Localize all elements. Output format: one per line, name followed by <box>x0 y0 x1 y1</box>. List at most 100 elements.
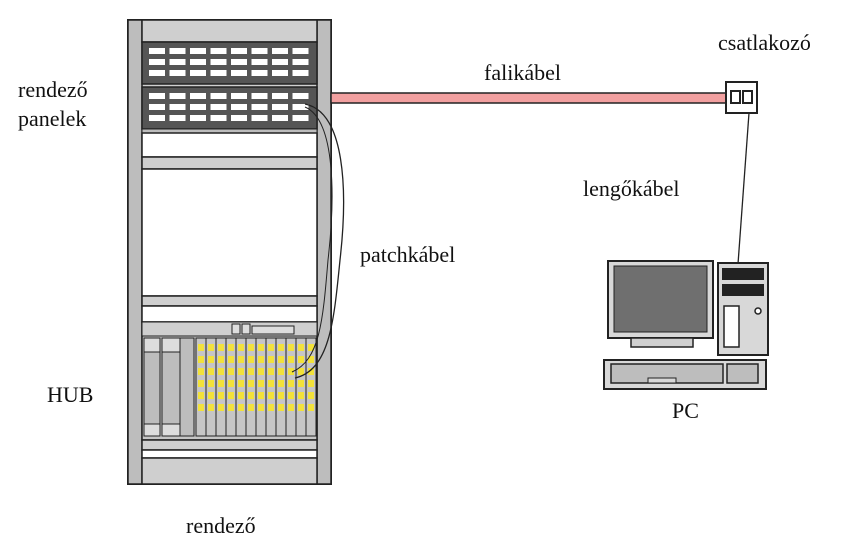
hub-port <box>198 368 204 375</box>
hub-port <box>298 392 304 399</box>
hub-port <box>258 404 264 411</box>
hub-port <box>278 344 284 351</box>
patch-slot <box>292 70 309 76</box>
patch-slot <box>169 115 186 121</box>
patch-slot <box>210 48 227 54</box>
hub-port <box>228 380 234 387</box>
label-outlet: csatlakozó <box>718 30 811 55</box>
label-pc: PC <box>672 398 699 423</box>
hub-port <box>308 404 314 411</box>
pc-tower <box>717 262 769 356</box>
hub-port <box>208 380 214 387</box>
hub-port <box>218 356 224 363</box>
hub-port <box>268 392 274 399</box>
patch-slot <box>292 93 309 99</box>
patch-slot <box>251 115 268 121</box>
hub-port <box>208 344 214 351</box>
hub-port <box>308 380 314 387</box>
patch-slot <box>210 59 227 65</box>
hub-port <box>228 356 234 363</box>
patch-panel-1 <box>141 41 318 85</box>
patch-slot <box>272 48 288 54</box>
hub-port <box>258 368 264 375</box>
patch-slot <box>272 115 288 121</box>
hub-port <box>288 356 294 363</box>
hub-port <box>308 368 314 375</box>
keyboard <box>603 359 767 390</box>
hub-port <box>288 404 294 411</box>
hub-port <box>198 380 204 387</box>
patch-slot <box>169 59 186 65</box>
hub-port <box>248 356 254 363</box>
hub-port <box>238 380 244 387</box>
wall-cable <box>330 92 729 104</box>
patch-slot <box>169 70 186 76</box>
patch-slot <box>251 48 268 54</box>
patch-slot <box>231 104 247 110</box>
patch-slot <box>169 93 186 99</box>
pc <box>603 260 769 390</box>
patch-slot <box>231 115 247 121</box>
patch-slot <box>292 104 309 110</box>
patch-panel-2 <box>141 86 318 130</box>
hub-port <box>218 392 224 399</box>
hub-port <box>288 392 294 399</box>
hub-port <box>228 344 234 351</box>
patch-slot <box>190 70 206 76</box>
hub-port <box>248 368 254 375</box>
hub-port <box>268 404 274 411</box>
patch-slot <box>272 93 288 99</box>
label-hub: HUB <box>47 382 94 407</box>
hub-port <box>248 380 254 387</box>
hub-port <box>228 368 234 375</box>
patch-slot <box>292 115 309 121</box>
patch-slot <box>292 48 309 54</box>
patch-slot <box>169 48 186 54</box>
hub-port <box>248 404 254 411</box>
hub-port <box>288 344 294 351</box>
hub-port <box>218 404 224 411</box>
hub-port <box>258 356 264 363</box>
hub-port <box>298 356 304 363</box>
hub-port <box>258 380 264 387</box>
patch-slot <box>292 59 309 65</box>
patch-slot <box>210 93 227 99</box>
hub-port <box>198 356 204 363</box>
patch-slot <box>272 70 288 76</box>
hub-port <box>288 380 294 387</box>
label-rack: rendező <box>186 513 256 538</box>
patch-cable-inner <box>291 106 333 373</box>
patch-slot <box>210 104 227 110</box>
label-patch-panels-line2: panelek <box>18 106 87 131</box>
patch-slot <box>190 93 206 99</box>
patch-slot <box>169 104 186 110</box>
hub-port <box>238 368 244 375</box>
hub-port <box>218 380 224 387</box>
hub-port <box>268 356 274 363</box>
patch-slot <box>190 104 206 110</box>
label-patch-cable: patchkábel <box>360 242 456 267</box>
hub-port <box>198 344 204 351</box>
hub-port <box>198 404 204 411</box>
patch-slot <box>231 48 247 54</box>
patch-slot <box>231 59 247 65</box>
patch-slot <box>149 59 165 65</box>
hub-port <box>218 344 224 351</box>
hub-port <box>298 368 304 375</box>
label-drop-cable: lengőkábel <box>583 176 680 201</box>
hub-port <box>268 380 274 387</box>
hub-port <box>278 404 284 411</box>
drop-cable <box>737 112 750 265</box>
hub-port <box>208 356 214 363</box>
hub-port <box>278 356 284 363</box>
patch-slot <box>272 59 288 65</box>
hub-port <box>238 356 244 363</box>
hub-port <box>298 380 304 387</box>
patch-slot <box>231 93 247 99</box>
patch-slot <box>251 59 268 65</box>
patch-slot <box>251 93 268 99</box>
hub-port <box>228 404 234 411</box>
label-wall-cable: falikábel <box>484 60 561 85</box>
